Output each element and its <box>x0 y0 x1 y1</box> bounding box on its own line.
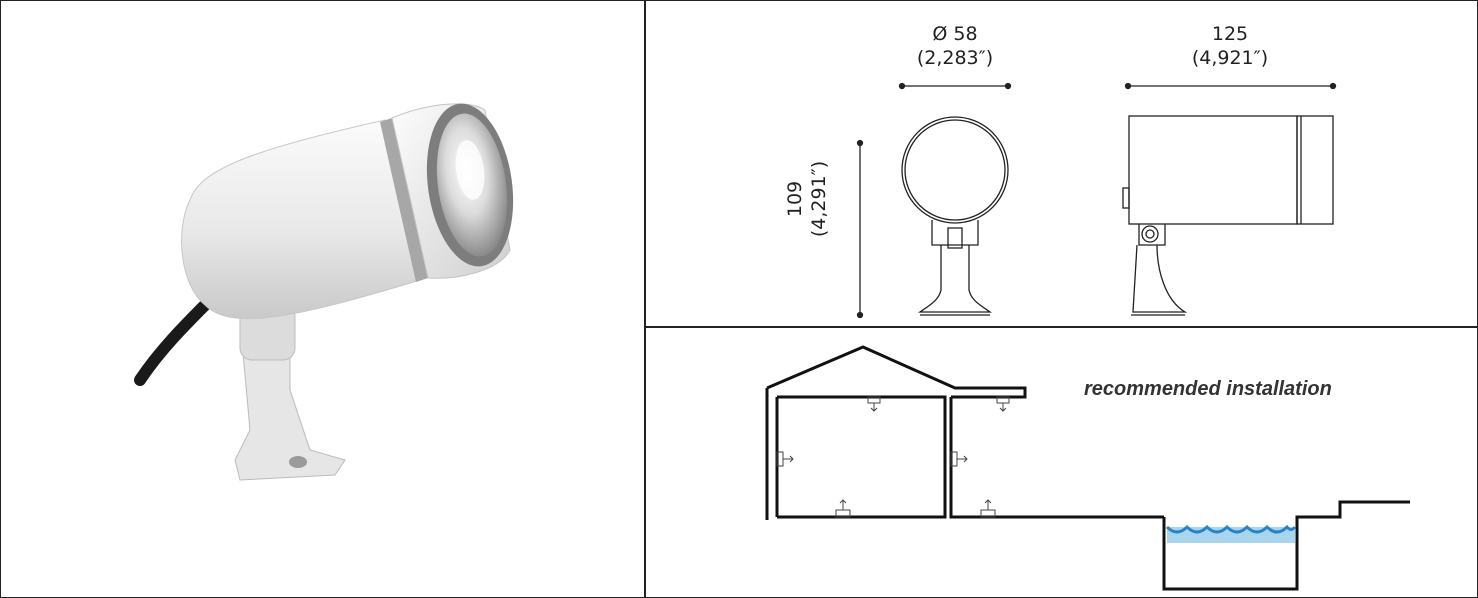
lamp-body <box>181 119 421 320</box>
length-dimension: 125 (4,921″) <box>1150 22 1310 70</box>
left-room <box>777 395 947 519</box>
horizontal-divider <box>645 326 1478 328</box>
installation-diagram <box>765 345 1410 591</box>
pool-water <box>1165 524 1297 543</box>
right-room <box>949 397 1164 519</box>
front-view <box>901 116 1009 316</box>
product-photo <box>134 103 514 481</box>
length-inches: (4,921″) <box>1191 47 1269 69</box>
pool <box>1162 500 1410 591</box>
length-value: 125 <box>1211 23 1249 45</box>
house-roof <box>766 345 1027 399</box>
installation-label: recommended installation <box>1084 378 1332 400</box>
diameter-value: Ø 58 <box>932 23 978 45</box>
cable <box>134 294 216 386</box>
diameter-inches: (2,283″) <box>916 47 994 69</box>
technical-drawing <box>856 82 1337 319</box>
vertical-divider <box>644 0 646 598</box>
side-view <box>1122 115 1334 316</box>
diameter-dimension: Ø 58 (2,283″) <box>875 22 1035 70</box>
